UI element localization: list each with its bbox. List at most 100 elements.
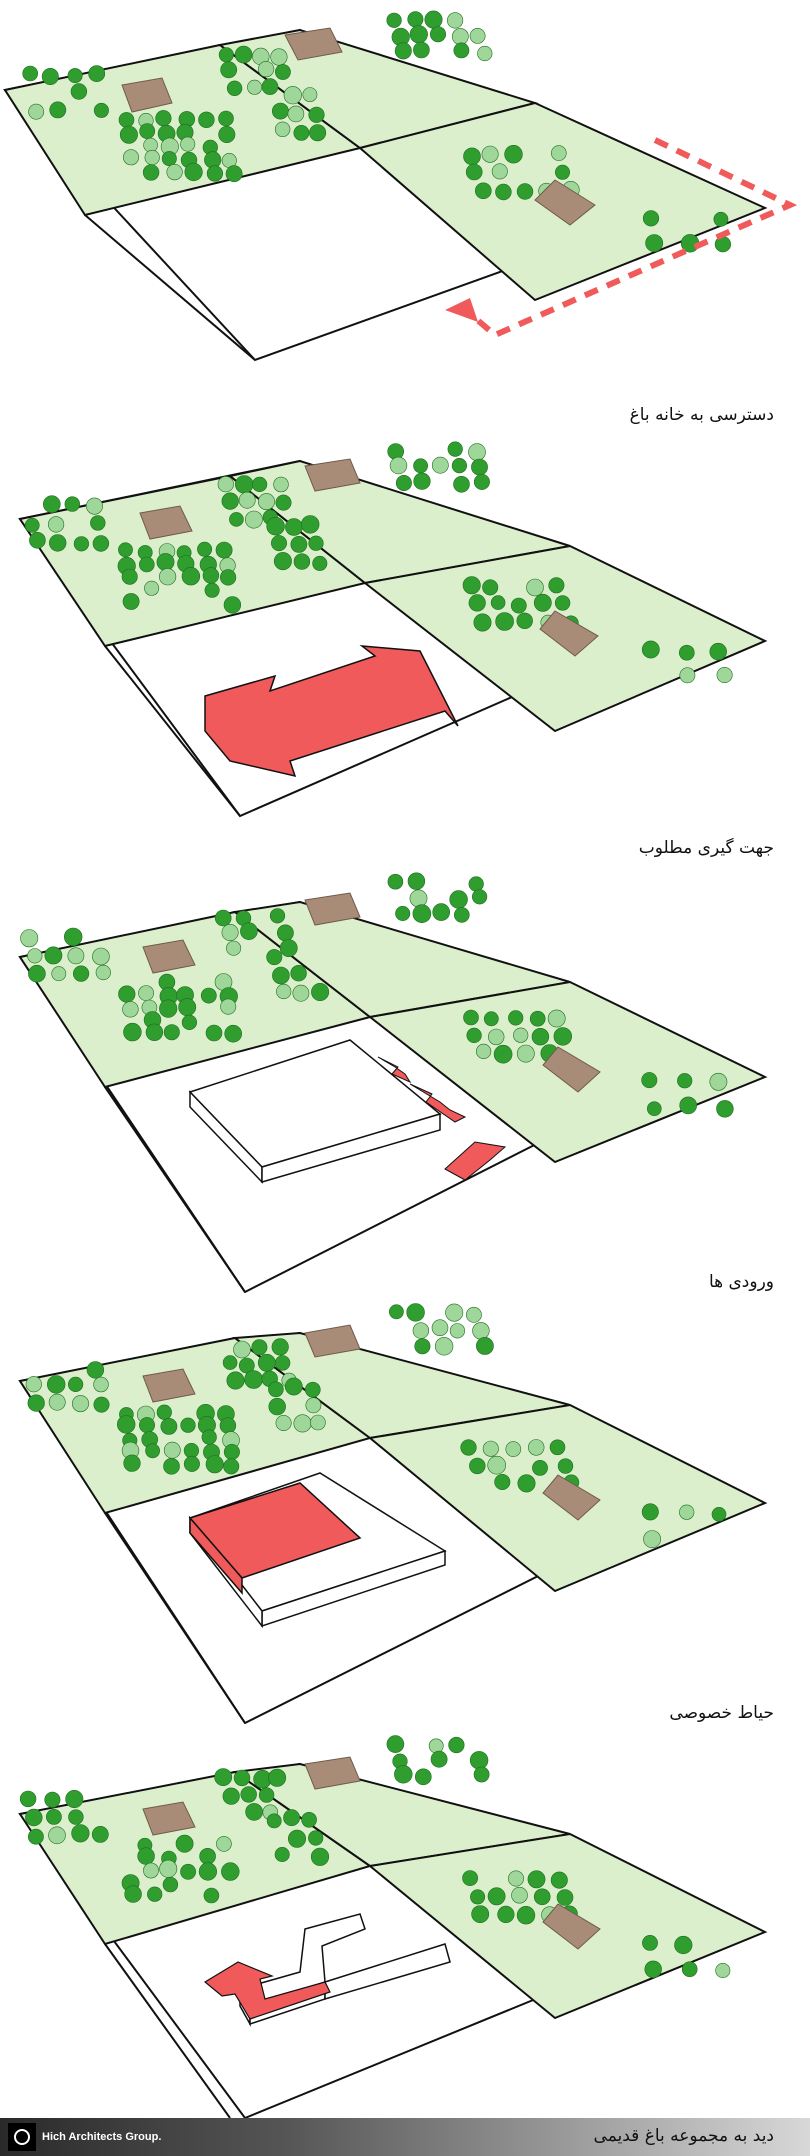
diagram-panel-entrances: ورودی ها xyxy=(0,862,810,1293)
tree-icon xyxy=(471,1905,490,1924)
tree-icon xyxy=(466,1027,482,1043)
tree-icon xyxy=(271,1338,289,1356)
view-arrow xyxy=(203,1961,331,2020)
tree-icon xyxy=(67,947,85,965)
tree-icon xyxy=(155,110,172,127)
tree-icon xyxy=(121,568,138,585)
tree-icon xyxy=(301,1812,317,1828)
tree-icon xyxy=(274,64,291,80)
tree-icon xyxy=(476,1043,492,1059)
tree-icon xyxy=(251,1339,268,1356)
tree-icon xyxy=(223,1458,240,1475)
tree-icon xyxy=(487,1455,507,1475)
tree-icon xyxy=(205,1024,223,1042)
tree-icon xyxy=(65,1790,84,1809)
tree-icon xyxy=(395,905,411,921)
tree-icon xyxy=(553,1027,572,1046)
tree-icon xyxy=(711,1507,727,1522)
tree-icon xyxy=(46,1809,62,1825)
tree-icon xyxy=(139,1417,156,1434)
tree-icon xyxy=(451,457,468,474)
tree-icon xyxy=(220,998,237,1015)
tree-icon xyxy=(268,1397,286,1416)
tree-icon xyxy=(387,873,404,890)
tree-icon xyxy=(28,103,45,120)
tree-icon xyxy=(201,1429,217,1445)
tree-icon xyxy=(305,1397,322,1414)
tree-icon xyxy=(47,516,65,533)
tree-icon xyxy=(508,1010,524,1026)
tree-icon xyxy=(25,1376,42,1393)
tree-icon xyxy=(412,904,432,924)
tree-icon xyxy=(407,11,424,28)
tree-icon xyxy=(206,165,223,182)
tree-icon xyxy=(160,1417,178,1435)
tree-icon xyxy=(643,1530,662,1549)
access-path-arrow xyxy=(473,137,798,339)
tree-icon xyxy=(302,87,318,102)
tree-cluster xyxy=(20,872,734,1118)
tree-icon xyxy=(679,1504,695,1520)
tree-icon xyxy=(301,515,320,534)
firm-name: Hich Architects Group. xyxy=(42,2131,162,2143)
tree-icon xyxy=(414,1768,432,1786)
tree-icon xyxy=(200,987,217,1004)
tree-icon xyxy=(161,151,177,167)
tree-icon xyxy=(709,642,727,661)
tree-icon xyxy=(550,1871,568,1889)
entrance-arrows xyxy=(377,1056,507,1181)
tree-icon xyxy=(276,983,292,1000)
tree-icon xyxy=(163,1441,181,1459)
tree-icon xyxy=(214,1768,233,1787)
tree-icon xyxy=(93,102,109,118)
tree-icon xyxy=(147,1886,163,1902)
tree-icon xyxy=(516,183,534,200)
tree-icon xyxy=(533,1888,551,1906)
tree-icon xyxy=(198,111,215,129)
house-icon xyxy=(142,1756,601,1950)
tree-icon xyxy=(449,1323,466,1339)
tree-icon xyxy=(308,535,324,551)
tree-icon xyxy=(517,1474,536,1493)
tree-icon xyxy=(247,79,263,95)
tree-icon xyxy=(178,998,197,1017)
tree-icon xyxy=(124,1885,142,1903)
building-volume xyxy=(188,1039,442,1184)
tree-icon xyxy=(713,211,729,227)
tree-cluster xyxy=(22,10,732,253)
tree-icon xyxy=(529,1010,546,1027)
tree-icon xyxy=(473,473,490,490)
tree-icon xyxy=(205,1455,224,1474)
tree-icon xyxy=(642,1934,658,1951)
tree-icon xyxy=(143,137,158,153)
tree-icon xyxy=(389,456,408,475)
tree-cluster xyxy=(24,441,733,684)
tree-icon xyxy=(47,1375,66,1394)
tree-icon xyxy=(86,1361,105,1379)
tree-icon xyxy=(445,1303,464,1322)
tree-icon xyxy=(409,889,428,908)
tree-icon xyxy=(311,983,330,1002)
tree-icon xyxy=(118,542,133,558)
tree-icon xyxy=(27,948,43,964)
tree-icon xyxy=(290,964,307,982)
tree-icon xyxy=(447,441,463,457)
tree-icon xyxy=(678,644,695,661)
tree-icon xyxy=(145,1443,160,1459)
tree-icon xyxy=(268,1381,284,1398)
tree-icon xyxy=(51,966,67,982)
tree-icon xyxy=(472,1322,490,1340)
tree-icon xyxy=(468,594,486,612)
tree-icon xyxy=(159,999,178,1018)
tree-icon xyxy=(394,42,412,60)
diagram-panel-courtyard: حیاط خصوصی xyxy=(0,1293,810,1724)
tree-icon xyxy=(273,552,292,571)
tree-icon xyxy=(266,516,285,536)
tree-icon xyxy=(88,65,106,83)
tree-icon xyxy=(448,1736,465,1754)
tree-icon xyxy=(414,1338,431,1355)
tree-icon xyxy=(159,1859,178,1878)
tree-icon xyxy=(432,903,451,921)
tree-icon xyxy=(424,10,443,29)
tree-icon xyxy=(180,136,196,152)
